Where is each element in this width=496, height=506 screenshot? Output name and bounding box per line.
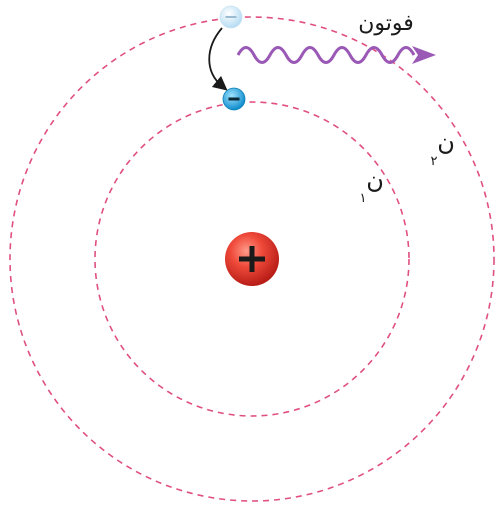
electron bbox=[223, 88, 245, 110]
transition-arrow bbox=[209, 28, 222, 86]
photon-wave bbox=[238, 46, 436, 64]
excited-electron bbox=[220, 6, 242, 28]
inner-orbit-index: ١ bbox=[360, 191, 367, 206]
inner-orbit-label: ن bbox=[366, 166, 384, 194]
outer-orbit-label: ن bbox=[437, 128, 455, 156]
nucleus bbox=[225, 232, 279, 286]
outer-orbit-index: ٢ bbox=[431, 154, 438, 169]
photon-label: فوتون bbox=[358, 11, 414, 36]
